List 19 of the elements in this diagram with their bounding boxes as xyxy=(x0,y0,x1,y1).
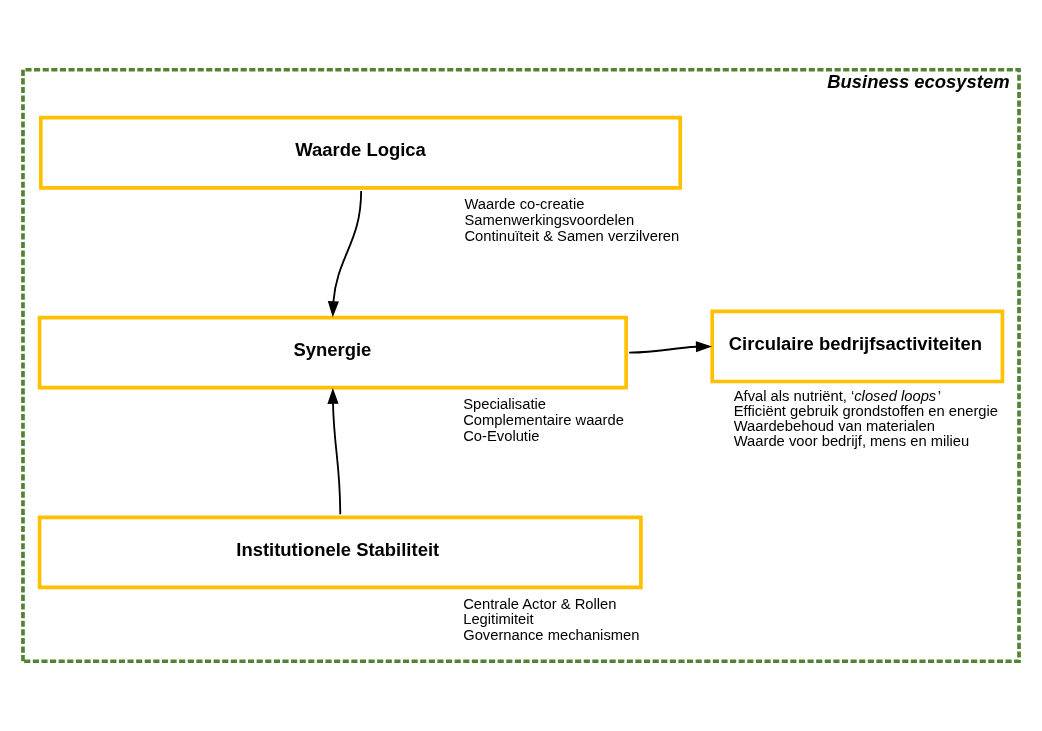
node-label: Efficiënt gebruik grondstoffen en energie xyxy=(733,403,999,420)
node-label: Waarde voor bedrijf, mens en milieu xyxy=(733,432,970,449)
arrow xyxy=(628,341,712,354)
node-label: Governance mechanismen xyxy=(463,627,640,644)
node-label: Centrale Actor & Rollen xyxy=(463,595,617,612)
node-label: Samenwerkingsvoordelen xyxy=(464,211,635,228)
node-box: Synergie xyxy=(37,315,628,390)
node-label: Afval als nutriënt, ‘closed loops’ xyxy=(733,388,942,405)
node-box: Waarde Logica xyxy=(38,115,683,190)
node-label: Continuïteit & Samen verzilveren xyxy=(464,227,680,244)
arrow xyxy=(327,387,342,516)
node-label: Legitimiteit xyxy=(463,611,534,628)
node-label: Waarde co-creatie xyxy=(464,195,585,212)
arrow xyxy=(327,189,363,318)
node-label: Specialisatie xyxy=(463,395,547,412)
node-box: Institutionele Stabiliteit xyxy=(37,515,643,590)
node-label: Complementaire waarde xyxy=(463,411,624,428)
node-label: Co-Evolutie xyxy=(463,427,540,444)
node-box: Circulaire bedrijfsactiviteiten xyxy=(710,309,1005,384)
